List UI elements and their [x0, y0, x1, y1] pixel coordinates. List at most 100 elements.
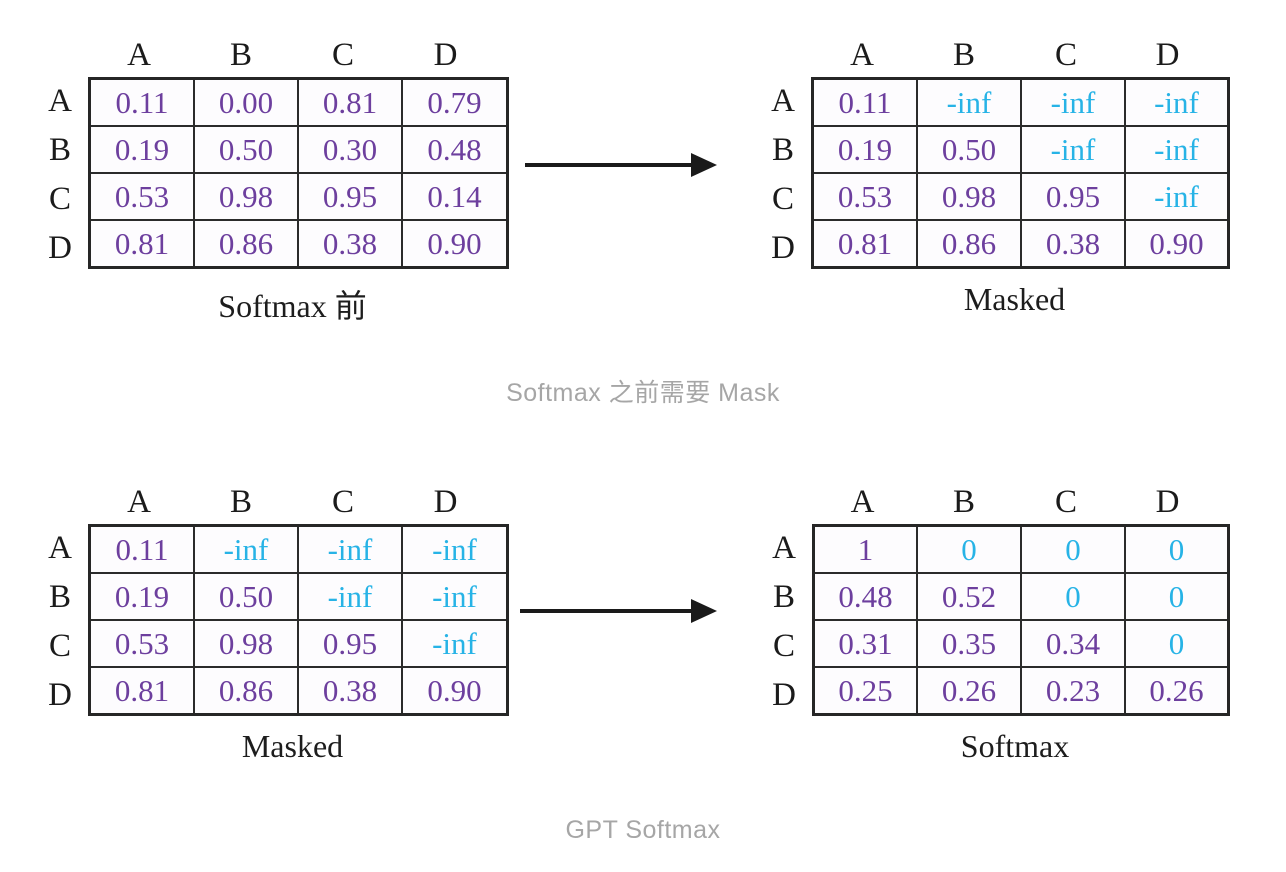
cell-a-b: 0	[916, 524, 1022, 574]
cell-c-c: 0.95	[297, 172, 403, 221]
arrow-bottom	[520, 599, 717, 623]
cell-a-a: 0.11	[811, 77, 918, 127]
arrow-shaft	[525, 163, 693, 167]
cell-d-b: 0.26	[916, 666, 1022, 716]
column-header-d: D	[1155, 484, 1180, 520]
cell-b-b: 0.50	[193, 125, 299, 174]
matrix-grid-masked-top: 0.11 -inf -inf -inf 0.19 0.50 -inf -inf …	[811, 77, 1230, 269]
cell-b-a: 0.19	[811, 125, 918, 174]
matrix-table: 0.11 -inf -inf -inf 0.19 0.50 -inf -inf …	[811, 77, 1230, 269]
column-header-a: A	[850, 37, 874, 73]
arrow-top	[525, 153, 717, 177]
cell-a-d: -inf	[1124, 77, 1230, 127]
column-header-a: A	[127, 484, 151, 520]
cell-d-d: 0.90	[401, 219, 509, 269]
cell-a-a: 0.11	[88, 77, 195, 127]
column-header-a: A	[127, 37, 151, 73]
cell-a-d: 0	[1124, 524, 1230, 574]
cell-a-c: -inf	[1020, 77, 1126, 127]
column-header-row: A B C D	[88, 480, 497, 524]
cell-c-a: 0.31	[812, 619, 918, 668]
cell-d-c: 0.38	[297, 219, 403, 269]
matrix-grid-softmax: 1 0 0 0 0.48 0.52 0 0 0.31 0.35 0.34	[812, 524, 1230, 716]
cell-a-b: -inf	[193, 524, 299, 574]
cell-a-c: -inf	[297, 524, 403, 574]
cell-a-a: 1	[812, 524, 918, 574]
matrix-table: 1 0 0 0 0.48 0.52 0 0 0.31 0.35 0.34	[812, 524, 1230, 716]
row-label-c: C	[48, 628, 71, 664]
cell-d-b: 0.86	[193, 666, 299, 716]
cell-b-d: -inf	[1124, 125, 1230, 174]
table-row: 0.19 0.50 0.30 0.48	[88, 125, 509, 174]
cell-c-b: 0.35	[916, 619, 1022, 668]
cell-a-d: -inf	[401, 524, 509, 574]
cell-a-c: 0.81	[297, 77, 403, 127]
row-label-column: A B C D	[764, 524, 804, 719]
cell-d-b: 0.86	[916, 219, 1022, 269]
cell-c-d: 0.14	[401, 172, 509, 221]
matrix-caption-pre-softmax: Softmax 前	[218, 288, 367, 324]
cell-a-a: 0.11	[88, 524, 195, 574]
cell-b-d: -inf	[401, 572, 509, 621]
matrix-caption-masked-top: Masked	[963, 281, 1066, 317]
cell-b-b: 0.52	[916, 572, 1022, 621]
gpt-softmax-caption: GPT Softmax	[565, 816, 721, 844]
column-header-row: A B C D	[88, 33, 497, 77]
cell-c-c: 0.95	[297, 619, 403, 668]
cell-b-b: 0.50	[916, 125, 1022, 174]
cell-b-d: 0.48	[401, 125, 509, 174]
column-header-b: B	[952, 37, 975, 73]
cell-d-c: 0.23	[1020, 666, 1126, 716]
table-row: 0.11 -inf -inf -inf	[88, 524, 509, 574]
cell-c-b: 0.98	[193, 619, 299, 668]
cell-c-a: 0.53	[88, 172, 195, 221]
cell-a-b: -inf	[916, 77, 1022, 127]
row-label-b: B	[48, 579, 71, 615]
column-header-b: B	[229, 37, 252, 73]
table-row: 0.53 0.98 0.95 -inf	[811, 172, 1230, 221]
cell-d-c: 0.38	[1020, 219, 1126, 269]
column-header-c: C	[331, 484, 354, 520]
matrix-grid-masked-bottom: 0.11 -inf -inf -inf 0.19 0.50 -inf -inf …	[88, 524, 509, 716]
column-header-d: D	[433, 37, 458, 73]
cell-d-a: 0.81	[88, 666, 195, 716]
mask-caption: Softmax 之前需要 Mask	[506, 379, 780, 407]
matrix-caption-softmax: Softmax	[960, 728, 1070, 764]
cell-b-c: -inf	[297, 572, 403, 621]
table-row: 0.53 0.98 0.95 0.14	[88, 172, 509, 221]
cell-d-b: 0.86	[193, 219, 299, 269]
cell-b-b: 0.50	[193, 572, 299, 621]
row-label-a: A	[48, 83, 72, 119]
column-header-row: A B C D	[811, 33, 1218, 77]
row-label-c: C	[48, 181, 71, 217]
row-label-a: A	[771, 83, 795, 119]
cell-b-c: 0.30	[297, 125, 403, 174]
matrix-caption-masked-bottom: Masked	[241, 728, 344, 764]
row-label-column: A B C D	[40, 524, 80, 719]
column-header-c: C	[1054, 37, 1077, 73]
cell-b-c: 0	[1020, 572, 1126, 621]
column-header-c: C	[1054, 484, 1077, 520]
table-row: 0.11 -inf -inf -inf	[811, 77, 1230, 127]
cell-d-d: 0.90	[401, 666, 509, 716]
row-label-b: B	[771, 132, 794, 168]
cell-d-c: 0.38	[297, 666, 403, 716]
table-row: 0.19 0.50 -inf -inf	[88, 572, 509, 621]
cell-b-a: 0.19	[88, 125, 195, 174]
table-row: 0.81 0.86 0.38 0.90	[811, 219, 1230, 269]
row-label-d: D	[48, 229, 72, 266]
table-row: 0.48 0.52 0 0	[812, 572, 1230, 621]
cell-c-a: 0.53	[811, 172, 918, 221]
table-row: 0.25 0.26 0.23 0.26	[812, 666, 1230, 716]
cell-a-c: 0	[1020, 524, 1126, 574]
cell-b-c: -inf	[1020, 125, 1126, 174]
table-row: 1 0 0 0	[812, 524, 1230, 574]
row-label-a: A	[48, 530, 72, 566]
table-row: 0.53 0.98 0.95 -inf	[88, 619, 509, 668]
matrix-table: 0.11 -inf -inf -inf 0.19 0.50 -inf -inf …	[88, 524, 509, 716]
table-row: 0.81 0.86 0.38 0.90	[88, 219, 509, 269]
row-label-b: B	[48, 132, 71, 168]
column-header-d: D	[1155, 37, 1180, 73]
cell-c-d: 0	[1124, 619, 1230, 668]
